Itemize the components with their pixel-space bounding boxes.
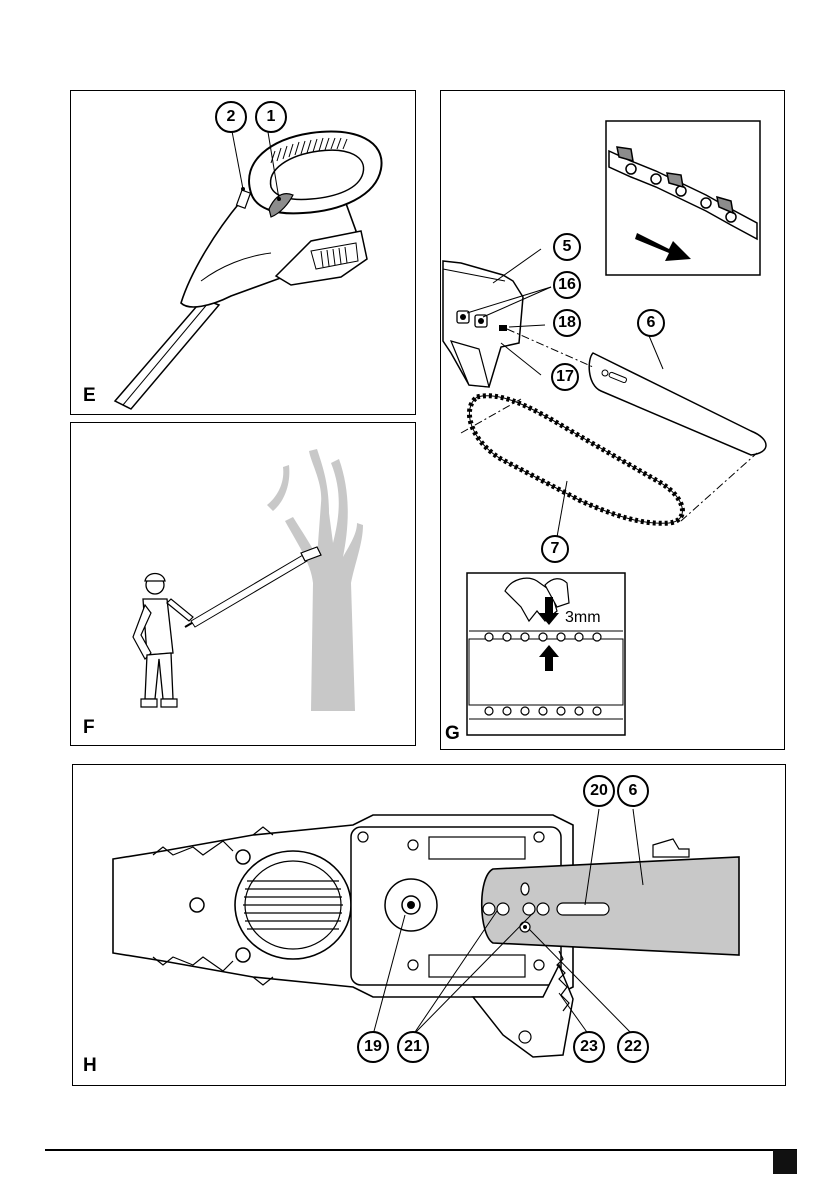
callout-19: 19 — [357, 1031, 389, 1063]
callout-5: 5 — [553, 233, 581, 261]
panel-letter-h: H — [83, 1055, 97, 1077]
figure-h-drawing — [73, 765, 786, 1086]
panel-letter-g: G — [445, 723, 460, 745]
callout-16: 16 — [553, 271, 581, 299]
callout-17: 17 — [551, 363, 579, 391]
callout-18: 18 — [553, 309, 581, 337]
callout-2: 2 — [215, 101, 247, 133]
callout-6: 6 — [637, 309, 665, 337]
figure-e-drawing — [71, 91, 416, 415]
figure-e: 2 1 E — [70, 90, 416, 415]
chain-gap-measure: 3mm — [565, 609, 601, 627]
callout-7: 7 — [541, 535, 569, 563]
callout-1: 1 — [255, 101, 287, 133]
callout-6-h: 6 — [617, 775, 649, 807]
callout-20: 20 — [583, 775, 615, 807]
footer-rule — [45, 1149, 797, 1151]
callout-23: 23 — [573, 1031, 605, 1063]
figure-f-drawing — [71, 423, 416, 746]
callout-22: 22 — [617, 1031, 649, 1063]
figure-f: F — [70, 422, 416, 746]
panel-letter-e: E — [83, 385, 96, 407]
figure-g: 5 16 18 6 17 7 3mm G — [440, 90, 785, 750]
page-marker — [773, 1150, 797, 1174]
callout-21: 21 — [397, 1031, 429, 1063]
panel-letter-f: F — [83, 717, 95, 739]
figure-h: 20 6 19 21 23 22 H — [72, 764, 786, 1086]
figure-g-drawing — [441, 91, 785, 750]
